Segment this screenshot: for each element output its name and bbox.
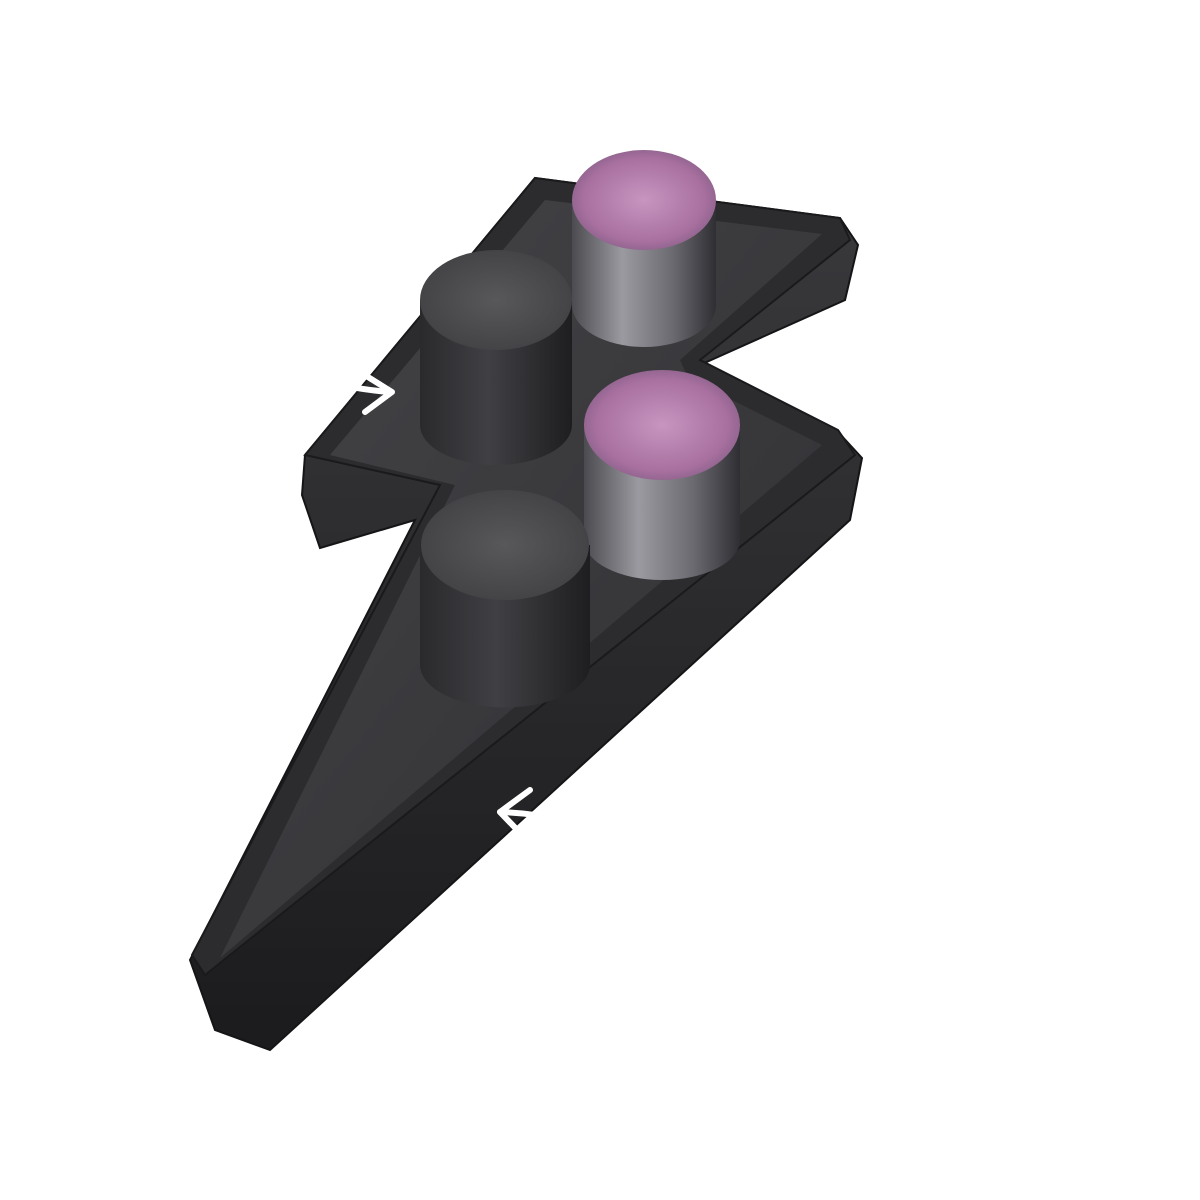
- curved-arrow-icon: [497, 787, 661, 903]
- magnet-cylinders: [420, 150, 740, 708]
- dark-cylinder-left: [420, 250, 572, 465]
- metal-cylinder-top: [572, 150, 716, 347]
- dark-cylinder-lower: [420, 490, 590, 708]
- metal-cylinder-lower: [584, 370, 740, 580]
- annotation-arrows: [237, 37, 745, 903]
- curved-arrow-icon: [607, 37, 745, 133]
- curved-arrow-icon: [237, 303, 395, 415]
